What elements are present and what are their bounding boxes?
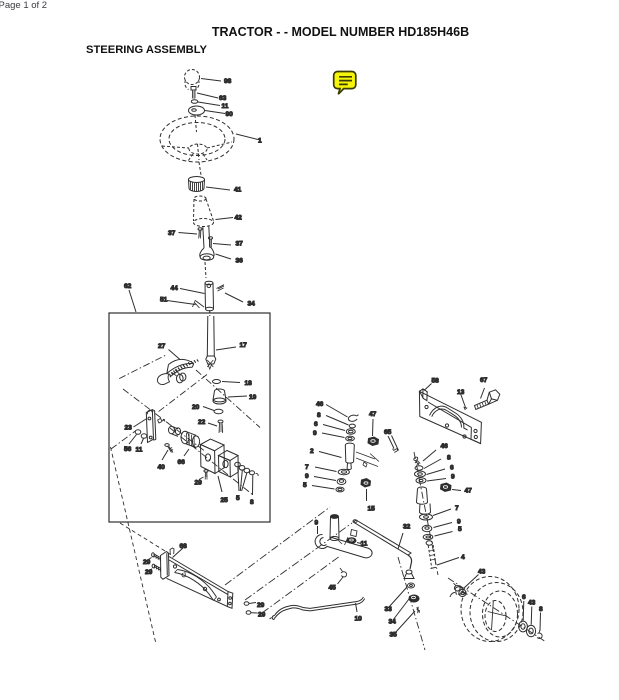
svg-text:5: 5	[236, 495, 240, 502]
svg-text:35: 35	[390, 632, 398, 639]
svg-text:1: 1	[258, 138, 262, 145]
svg-text:10: 10	[355, 616, 363, 623]
svg-text:68: 68	[180, 543, 188, 550]
svg-text:17: 17	[240, 342, 248, 349]
svg-text:46: 46	[441, 443, 449, 450]
svg-text:18: 18	[245, 380, 253, 387]
svg-text:6: 6	[522, 594, 526, 601]
svg-text:8: 8	[447, 455, 451, 462]
svg-text:65: 65	[384, 429, 392, 436]
svg-text:90: 90	[226, 111, 234, 118]
svg-text:7: 7	[455, 505, 459, 512]
svg-text:37: 37	[236, 241, 244, 248]
svg-text:34: 34	[248, 301, 256, 308]
svg-text:6: 6	[450, 465, 454, 472]
svg-text:8: 8	[317, 412, 321, 419]
svg-text:42: 42	[235, 215, 243, 222]
svg-text:29: 29	[195, 480, 203, 487]
svg-text:9: 9	[457, 519, 461, 526]
svg-text:25: 25	[221, 497, 229, 504]
svg-text:11: 11	[136, 447, 143, 454]
svg-text:13: 13	[457, 389, 465, 396]
svg-text:11: 11	[361, 541, 368, 548]
svg-text:32: 32	[403, 524, 411, 531]
svg-text:63: 63	[219, 95, 227, 102]
svg-text:36: 36	[236, 258, 244, 265]
svg-text:8: 8	[539, 606, 543, 613]
svg-text:7: 7	[305, 464, 309, 471]
svg-text:22: 22	[198, 419, 206, 426]
svg-text:9: 9	[451, 474, 455, 481]
svg-text:15: 15	[368, 506, 376, 513]
svg-text:47: 47	[465, 488, 473, 495]
svg-text:66: 66	[178, 459, 186, 466]
svg-text:29: 29	[257, 602, 265, 609]
svg-text:8: 8	[250, 499, 254, 506]
svg-text:19: 19	[249, 394, 257, 401]
svg-text:41: 41	[234, 187, 242, 194]
svg-text:9: 9	[315, 520, 319, 527]
svg-text:45: 45	[329, 585, 337, 592]
svg-text:34: 34	[389, 619, 397, 626]
svg-text:43: 43	[528, 600, 536, 607]
svg-text:44: 44	[171, 285, 179, 292]
svg-text:9: 9	[313, 430, 317, 437]
svg-text:20: 20	[192, 404, 200, 411]
svg-text:27: 27	[158, 343, 166, 350]
svg-text:37: 37	[168, 230, 176, 237]
svg-text:46: 46	[316, 401, 324, 408]
svg-text:40: 40	[158, 464, 166, 471]
svg-text:56: 56	[124, 446, 132, 453]
svg-text:62: 62	[124, 283, 132, 290]
svg-text:47: 47	[369, 411, 377, 418]
svg-text:58: 58	[432, 378, 440, 385]
svg-text:29: 29	[258, 612, 266, 619]
svg-text:5: 5	[303, 482, 307, 489]
svg-text:43: 43	[478, 569, 486, 576]
svg-text:29: 29	[143, 559, 151, 566]
svg-text:2: 2	[310, 448, 314, 455]
svg-text:33: 33	[385, 606, 393, 613]
svg-text:11: 11	[222, 103, 229, 110]
svg-text:67: 67	[480, 377, 488, 384]
svg-text:51: 51	[160, 297, 168, 304]
svg-text:4: 4	[461, 554, 465, 561]
svg-text:9: 9	[305, 473, 309, 480]
svg-text:98: 98	[224, 78, 232, 85]
svg-text:6: 6	[314, 421, 318, 428]
svg-text:23: 23	[125, 425, 133, 432]
svg-text:29: 29	[145, 569, 153, 576]
svg-text:5: 5	[458, 526, 462, 533]
